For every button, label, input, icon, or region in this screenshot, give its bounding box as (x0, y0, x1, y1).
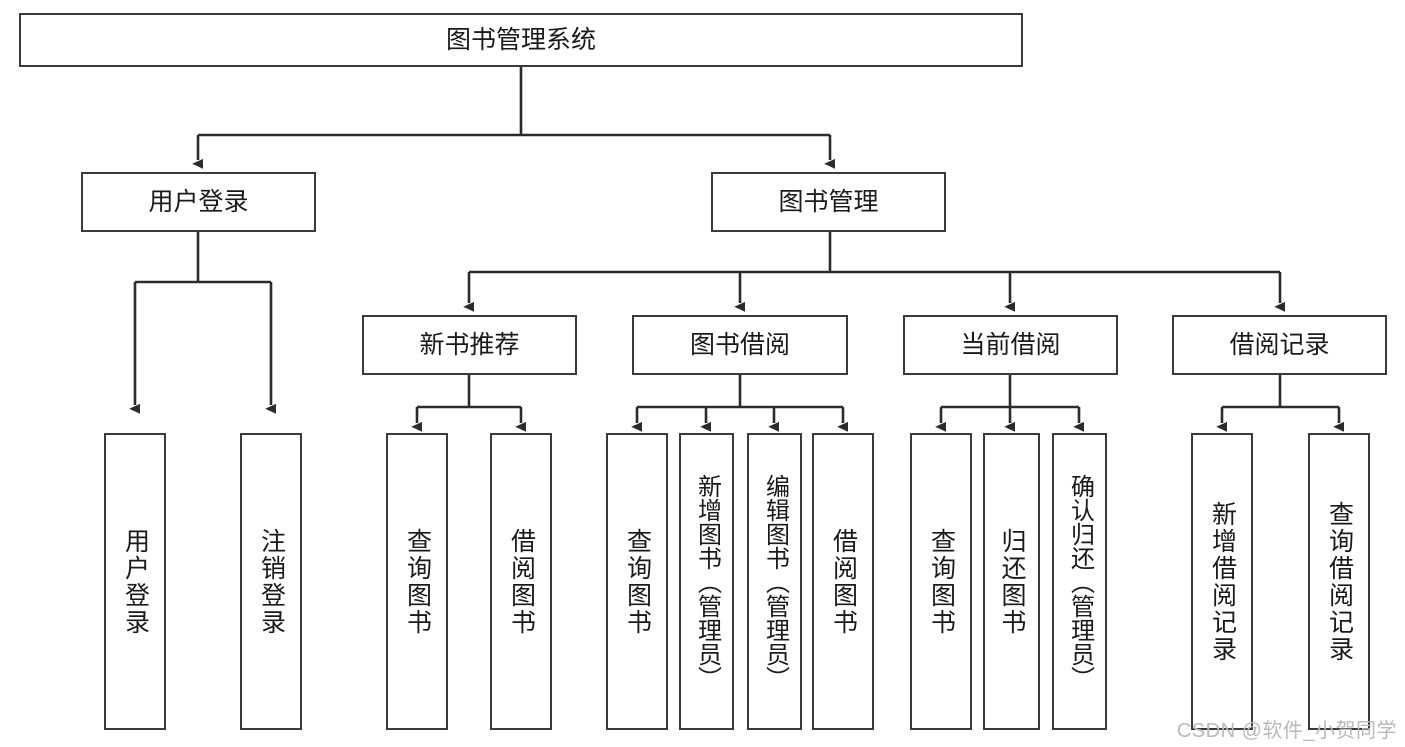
node-leaf-borrow-book-2[interactable]: 借阅图书 (812, 433, 874, 730)
node-leaf-add-book[interactable]: 新增图书（管理员） (679, 433, 734, 730)
node-new-book-recommend[interactable]: 新书推荐 (362, 315, 577, 375)
node-leaf-user-login[interactable]: 用户登录 (104, 433, 166, 730)
node-leaf-query-book-2-label: 查询图书 (623, 527, 652, 636)
node-root[interactable]: 图书管理系统 (19, 13, 1023, 67)
node-leaf-user-logout[interactable]: 注销登录 (240, 433, 302, 730)
node-current-borrow[interactable]: 当前借阅 (903, 315, 1118, 375)
node-leaf-query-book-3[interactable]: 查询图书 (910, 433, 972, 730)
node-leaf-borrow-book-1-label: 借阅图书 (507, 527, 536, 636)
node-leaf-confirm-return[interactable]: 确认归还（管理员） (1052, 433, 1107, 730)
node-book-borrow[interactable]: 图书借阅 (632, 315, 848, 375)
node-leaf-borrow-book-2-label: 借阅图书 (829, 527, 858, 636)
node-leaf-query-book-3-label: 查询图书 (927, 527, 956, 636)
node-user-login-label: 用户登录 (148, 187, 249, 216)
node-leaf-return-book-label: 归还图书 (998, 527, 1026, 636)
node-book-manage-label: 图书管理 (778, 187, 879, 216)
node-current-borrow-label: 当前借阅 (960, 330, 1061, 359)
node-book-borrow-label: 图书借阅 (689, 330, 790, 359)
csdn-watermark: CSDN @软件_小贺同学 (1176, 720, 1397, 742)
node-leaf-add-record[interactable]: 新增借阅记录 (1191, 433, 1253, 730)
node-leaf-add-book-label: 新增图书（管理员） (693, 473, 721, 690)
node-root-label: 图书管理系统 (445, 25, 596, 54)
node-leaf-query-record[interactable]: 查询借阅记录 (1308, 433, 1370, 730)
node-leaf-query-book-2[interactable]: 查询图书 (606, 433, 668, 730)
node-borrow-record-label: 借阅记录 (1229, 330, 1330, 359)
node-leaf-add-record-label: 新增借阅记录 (1208, 500, 1237, 663)
node-leaf-edit-book[interactable]: 编辑图书（管理员） (747, 433, 802, 730)
node-leaf-user-login-label: 用户登录 (121, 527, 150, 636)
node-leaf-edit-book-label: 编辑图书（管理员） (761, 473, 789, 690)
node-leaf-query-book-1-label: 查询图书 (403, 527, 432, 636)
node-leaf-return-book[interactable]: 归还图书 (983, 433, 1040, 730)
node-new-book-recommend-label: 新书推荐 (419, 330, 520, 359)
node-leaf-borrow-book-1[interactable]: 借阅图书 (490, 433, 552, 730)
node-leaf-query-book-1[interactable]: 查询图书 (386, 433, 448, 730)
node-leaf-user-logout-label: 注销登录 (257, 527, 286, 636)
node-leaf-confirm-return-label: 确认归还（管理员） (1066, 473, 1094, 690)
node-leaf-query-record-label: 查询借阅记录 (1325, 500, 1354, 663)
node-book-manage[interactable]: 图书管理 (711, 172, 946, 232)
node-borrow-record[interactable]: 借阅记录 (1172, 315, 1387, 375)
node-user-login[interactable]: 用户登录 (81, 172, 316, 232)
